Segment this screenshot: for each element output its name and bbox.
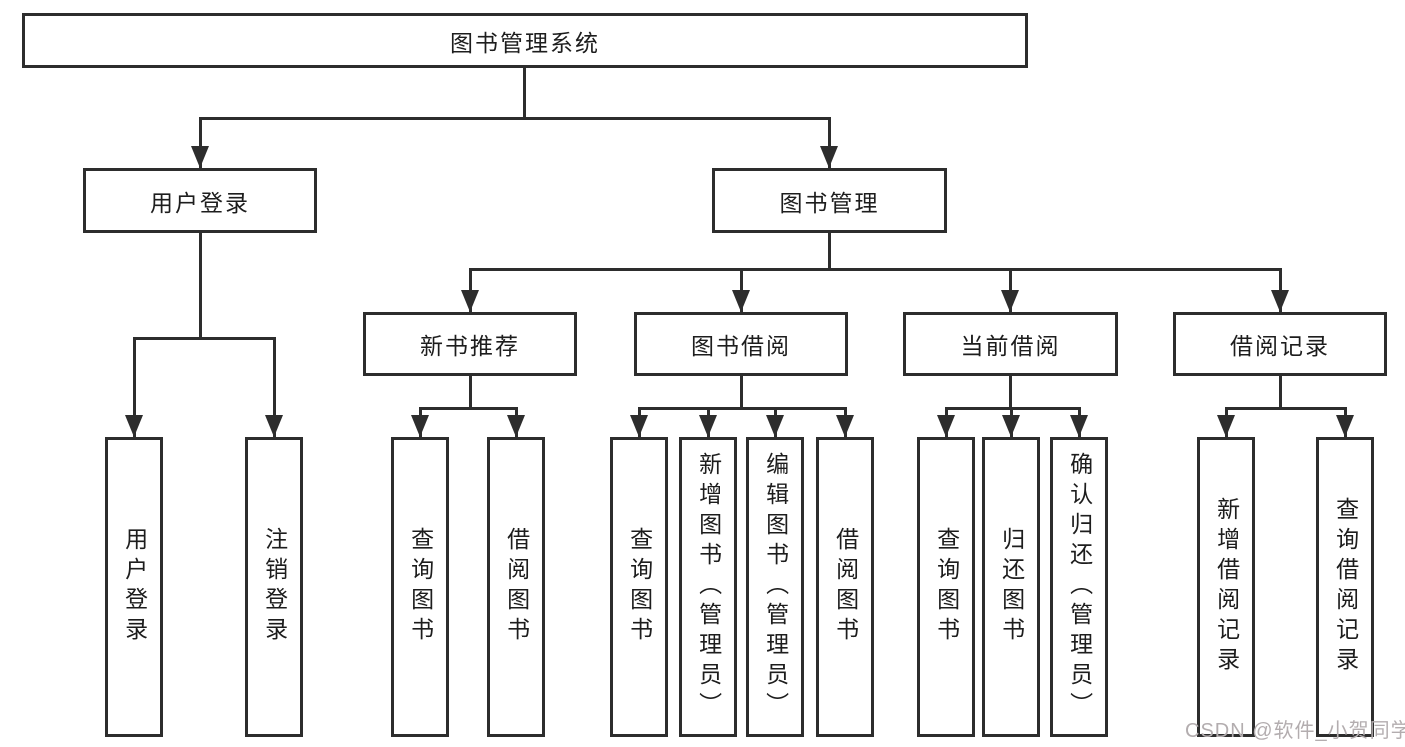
- connector-book-mgmt-stub: [828, 233, 831, 268]
- arrowhead-down-icon: [836, 415, 854, 437]
- connector-borrowing-bus: [638, 407, 847, 410]
- arrowhead-down-icon: [766, 415, 784, 437]
- leaf-add-borrow-record: 新增借阅记录: [1197, 437, 1255, 737]
- leaf-query-borrow-record: 查询借阅记录: [1316, 437, 1374, 737]
- leaf-borrow-book: 借阅图书: [816, 437, 874, 737]
- connector-book-mgmt-bus: [469, 268, 1282, 271]
- arrowhead-down-icon: [630, 415, 648, 437]
- leaf-add-book-admin: 新增图书（管理员）: [679, 437, 737, 737]
- arrowhead-down-icon: [1271, 290, 1289, 312]
- leaf-return-book: 归还图书: [982, 437, 1040, 737]
- leaf-query-book-current: 查询图书: [917, 437, 975, 737]
- arrowhead-down-icon: [1217, 415, 1235, 437]
- arrowhead-down-icon: [699, 415, 717, 437]
- arrowhead-down-icon: [937, 415, 955, 437]
- connector-root-arm-left: [199, 117, 202, 168]
- leaf-add-borrow-record-label: 新增借阅记录: [1213, 497, 1240, 677]
- connector-new-book-bus: [419, 407, 518, 410]
- leaf-user-login: 用户登录: [105, 437, 163, 737]
- connector-current-stub: [1009, 376, 1012, 407]
- leaf-query-book-recommend-label: 查询图书: [407, 527, 434, 647]
- arrowhead-down-icon: [411, 415, 429, 437]
- arrowhead-down-icon: [1002, 415, 1020, 437]
- csdn-watermark: CSDN @软件_小贺同学: [1185, 720, 1405, 742]
- leaf-query-book-current-label: 查询图书: [933, 527, 960, 647]
- leaf-add-book-admin-label: 新增图书（管理员）: [695, 452, 722, 722]
- node-user-login-label: 用户登录: [150, 189, 250, 216]
- arrowhead-down-icon: [461, 290, 479, 312]
- arrowhead-down-icon: [125, 415, 143, 437]
- node-book-management: 图书管理: [712, 168, 947, 233]
- connector-root-arm-right: [828, 117, 831, 168]
- arrowhead-down-icon: [732, 290, 750, 312]
- node-current-borrowing: 当前借阅: [903, 312, 1118, 376]
- leaf-borrow-book-label: 借阅图书: [832, 527, 859, 647]
- node-book-management-label: 图书管理: [779, 189, 880, 216]
- leaf-edit-book-admin: 编辑图书（管理员）: [746, 437, 804, 737]
- node-user-login: 用户登录: [83, 168, 317, 233]
- connector-user-login-arm-1: [133, 337, 136, 437]
- arrowhead-down-icon: [1070, 415, 1088, 437]
- leaf-confirm-return-admin: 确认归还（管理员）: [1050, 437, 1108, 737]
- arrowhead-down-icon: [265, 415, 283, 437]
- connector-records-bus: [1225, 407, 1347, 410]
- node-book-borrowing: 图书借阅: [634, 312, 848, 376]
- connector-current-bus: [945, 407, 1081, 410]
- connector-borrowing-stub: [740, 376, 743, 407]
- leaf-query-book-recommend: 查询图书: [391, 437, 449, 737]
- node-borrow-records: 借阅记录: [1173, 312, 1387, 376]
- leaf-query-book-borrowing: 查询图书: [610, 437, 668, 737]
- leaf-confirm-return-admin-label: 确认归还（管理员）: [1066, 452, 1093, 722]
- arrowhead-down-icon: [820, 146, 838, 168]
- connector-records-stub: [1279, 376, 1282, 407]
- leaf-user-login-label: 用户登录: [121, 527, 148, 647]
- leaf-logout: 注销登录: [245, 437, 303, 737]
- leaf-edit-book-admin-label: 编辑图书（管理员）: [762, 452, 789, 722]
- connector-user-login-arm-2: [273, 337, 276, 437]
- connector-user-login-stub: [199, 233, 202, 337]
- node-library-system-label: 图书管理系统: [450, 29, 600, 56]
- node-library-system: 图书管理系统: [22, 13, 1028, 68]
- connector-new-book-stub: [469, 376, 472, 407]
- node-current-borrowing-label: 当前借阅: [960, 333, 1061, 359]
- node-borrow-records-label: 借阅记录: [1230, 333, 1330, 359]
- leaf-return-book-label: 归还图书: [998, 527, 1025, 647]
- leaf-borrow-book-recommend-label: 借阅图书: [503, 527, 530, 647]
- arrowhead-down-icon: [1001, 290, 1019, 312]
- arrowhead-down-icon: [507, 415, 525, 437]
- leaf-query-book-borrowing-label: 查询图书: [626, 527, 653, 647]
- leaf-query-borrow-record-label: 查询借阅记录: [1332, 497, 1359, 677]
- node-new-book-recommend: 新书推荐: [363, 312, 577, 376]
- leaf-borrow-book-recommend: 借阅图书: [487, 437, 545, 737]
- connector-root-stub: [523, 68, 526, 117]
- leaf-logout-label: 注销登录: [261, 527, 288, 647]
- connector-root-bus: [199, 117, 831, 120]
- arrowhead-down-icon: [191, 146, 209, 168]
- node-new-book-recommend-label: 新书推荐: [420, 333, 520, 359]
- node-book-borrowing-label: 图书借阅: [691, 333, 791, 359]
- connector-user-login-bus: [133, 337, 276, 340]
- arrowhead-down-icon: [1336, 415, 1354, 437]
